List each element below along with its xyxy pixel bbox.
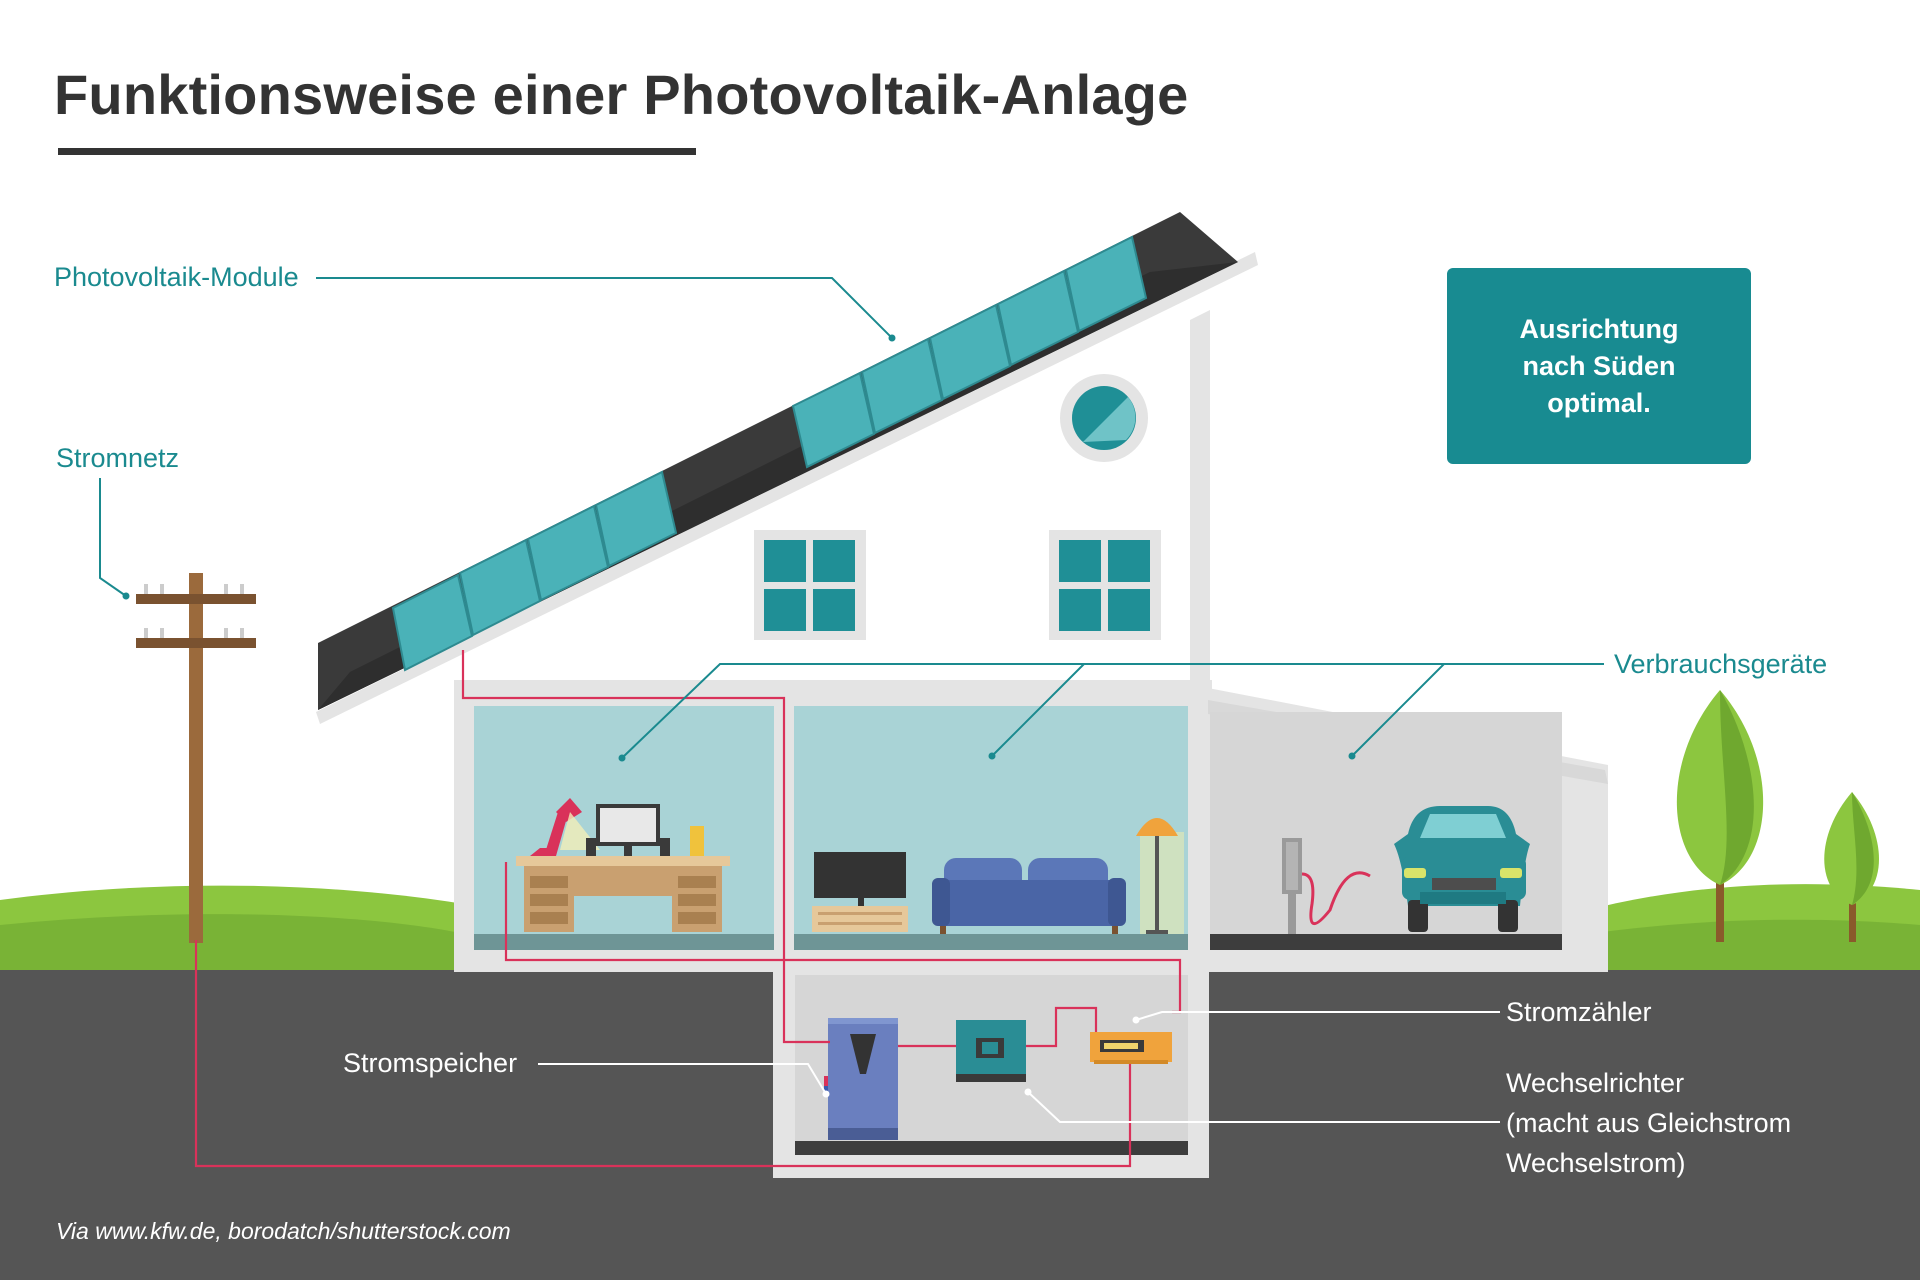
orientation-note-text: Ausrichtung nach Süden optimal. bbox=[1519, 313, 1679, 418]
power-pole-icon bbox=[136, 573, 256, 943]
round-window bbox=[1060, 374, 1148, 462]
label-pv-modules: Photovoltaik-Module bbox=[54, 262, 299, 292]
power-meter-icon bbox=[1090, 1032, 1172, 1064]
label-grid: Stromnetz bbox=[56, 443, 180, 473]
tree-icon bbox=[1824, 792, 1879, 942]
page-title: Funktionsweise einer Photovoltaik-Anlage bbox=[54, 63, 1189, 126]
label-storage: Stromspeicher bbox=[343, 1048, 518, 1078]
inverter-icon bbox=[956, 1020, 1026, 1082]
charging-station-icon bbox=[1282, 838, 1371, 934]
car-icon bbox=[1394, 806, 1530, 932]
label-consumers: Verbrauchsgeräte bbox=[1614, 649, 1828, 679]
label-meter: Stromzähler bbox=[1506, 997, 1652, 1027]
callout-lines-white bbox=[538, 1011, 1500, 1123]
battery-storage-icon bbox=[824, 1018, 898, 1140]
grass bbox=[0, 884, 1920, 970]
window bbox=[754, 530, 866, 640]
floor-lamp-icon bbox=[1136, 818, 1184, 934]
orientation-note: Ausrichtung nach Süden optimal. bbox=[1447, 268, 1751, 464]
monitor-icon bbox=[586, 804, 704, 856]
label-inverter-1: Wechselrichter bbox=[1506, 1068, 1685, 1098]
desk-icon bbox=[516, 856, 730, 932]
credit: Via www.kfw.de, borodatch/shutterstock.c… bbox=[56, 1218, 511, 1244]
tv-icon bbox=[812, 852, 908, 932]
title-underline bbox=[58, 148, 696, 155]
sofa-icon bbox=[932, 858, 1126, 934]
label-inverter-3: Wechselstrom) bbox=[1506, 1148, 1686, 1178]
label-inverter-2: (macht aus Gleichstrom bbox=[1506, 1108, 1792, 1138]
window bbox=[1049, 530, 1161, 640]
callout-lines bbox=[99, 277, 1604, 759]
solar-panel-icon bbox=[391, 235, 1148, 672]
tree-icon bbox=[1676, 690, 1764, 942]
